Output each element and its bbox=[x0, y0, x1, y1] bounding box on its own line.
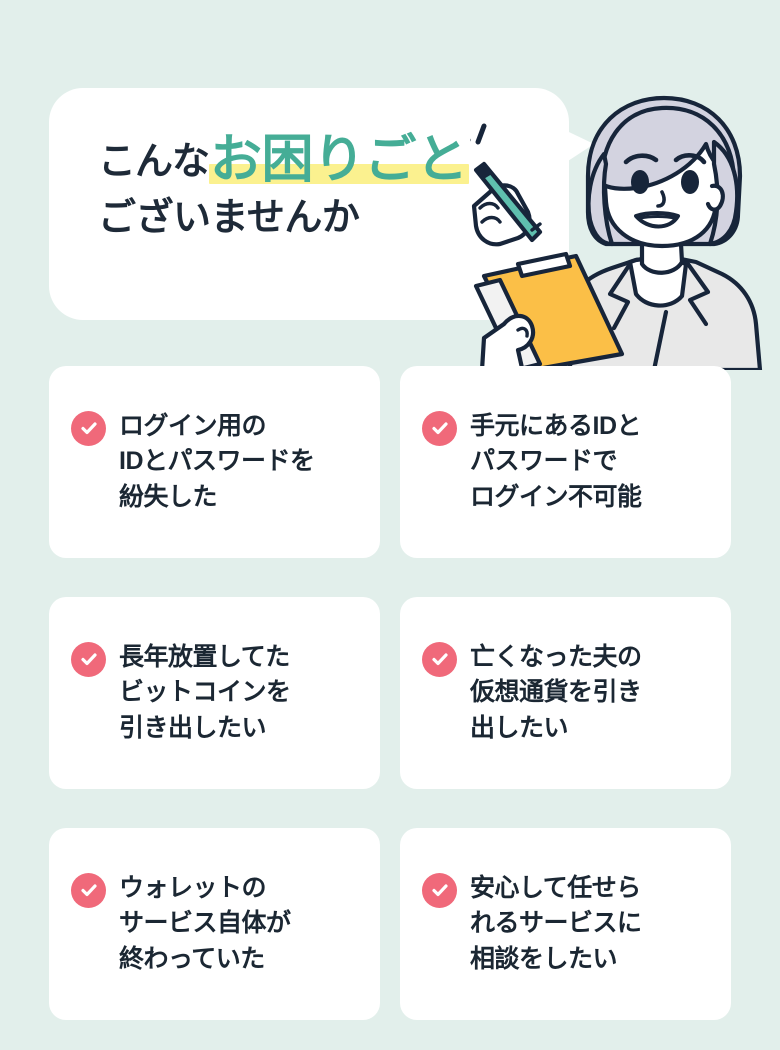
issue-card-line: IDとパスワードを bbox=[119, 447, 315, 476]
clipboard-clip bbox=[515, 251, 573, 279]
issue-card-line: れるサービスに bbox=[470, 909, 642, 938]
issue-card-line: 仮想通貨を引き bbox=[470, 678, 642, 707]
issue-card-text: ログイン用の IDとパスワードを 紛失した bbox=[119, 409, 315, 516]
issue-card-text: ウォレットの サービス自体が 終わっていた bbox=[119, 871, 291, 978]
issue-card[interactable]: 安心して任せら れるサービスに 相談をしたい bbox=[400, 828, 731, 1020]
heading-highlight: お困りごと bbox=[209, 134, 469, 186]
issue-card-line: 亡くなった夫の bbox=[470, 642, 642, 671]
issue-card[interactable]: 手元にあるIDと パスワードで ログイン不可能 bbox=[400, 366, 731, 558]
sparkle-icon bbox=[470, 123, 487, 145]
issue-card-text: 亡くなった夫の 仮想通貨を引き 出したい bbox=[470, 640, 642, 747]
issue-card-line: ログイン用の bbox=[119, 411, 267, 440]
issue-card-line: 紛失した bbox=[119, 482, 218, 511]
right-eye bbox=[681, 170, 699, 194]
pen-tip bbox=[476, 164, 492, 180]
issue-card-line: ログイン不可能 bbox=[470, 482, 642, 511]
check-circle-icon bbox=[422, 641, 457, 677]
check-circle-icon bbox=[71, 410, 106, 446]
pen-body bbox=[473, 161, 543, 243]
issue-card-text: 安心して任せら れるサービスに 相談をしたい bbox=[470, 871, 642, 978]
issue-card-line: 安心して任せら bbox=[470, 873, 641, 902]
check-circle-icon bbox=[422, 872, 457, 908]
heading-second-line: ございませんか bbox=[98, 197, 360, 239]
heading-highlight-text: お困りごと bbox=[210, 131, 468, 189]
issue-card-text: 手元にあるIDと パスワードで ログイン不可能 bbox=[470, 409, 642, 516]
check-circle-icon bbox=[422, 410, 457, 446]
issue-card-line: ビットコインを bbox=[119, 678, 291, 707]
check-circle-icon bbox=[71, 641, 106, 677]
check-circle-icon bbox=[71, 872, 106, 908]
issue-card-line: 相談をしたい bbox=[470, 944, 618, 973]
issue-card-line: 長年放置してた bbox=[119, 642, 290, 671]
speech-bubble-tail bbox=[548, 122, 594, 174]
issue-card[interactable]: 長年放置してた ビットコインを 引き出したい bbox=[49, 597, 380, 789]
left-eye bbox=[631, 170, 649, 194]
page-title: こんなお困りごと ございませんか bbox=[98, 134, 528, 241]
issue-card-line: サービス自体が bbox=[119, 909, 291, 938]
issue-cards-grid: ログイン用の IDとパスワードを 紛失した 手元にあるIDと パスワードで ログ… bbox=[49, 366, 731, 1020]
issue-card-line: 手元にあるIDと bbox=[470, 411, 642, 440]
issue-card[interactable]: ログイン用の IDとパスワードを 紛失した bbox=[49, 366, 380, 558]
issue-card-line: パスワードで bbox=[470, 447, 618, 476]
issue-card[interactable]: 亡くなった夫の 仮想通貨を引き 出したい bbox=[400, 597, 731, 789]
issue-card-line: 引き出したい bbox=[119, 713, 267, 742]
issue-card-line: 出したい bbox=[470, 713, 569, 742]
issue-card-line: ウォレットの bbox=[119, 873, 267, 902]
woman-with-clipboard-illustration bbox=[470, 80, 780, 370]
heading-lead-text: こんな bbox=[98, 141, 210, 183]
issue-card-line: 終わっていた bbox=[119, 944, 265, 973]
hero-section: こんなお困りごと ございませんか bbox=[0, 0, 780, 370]
issue-card-text: 長年放置してた ビットコインを 引き出したい bbox=[119, 640, 291, 747]
issue-card[interactable]: ウォレットの サービス自体が 終わっていた bbox=[49, 828, 380, 1020]
